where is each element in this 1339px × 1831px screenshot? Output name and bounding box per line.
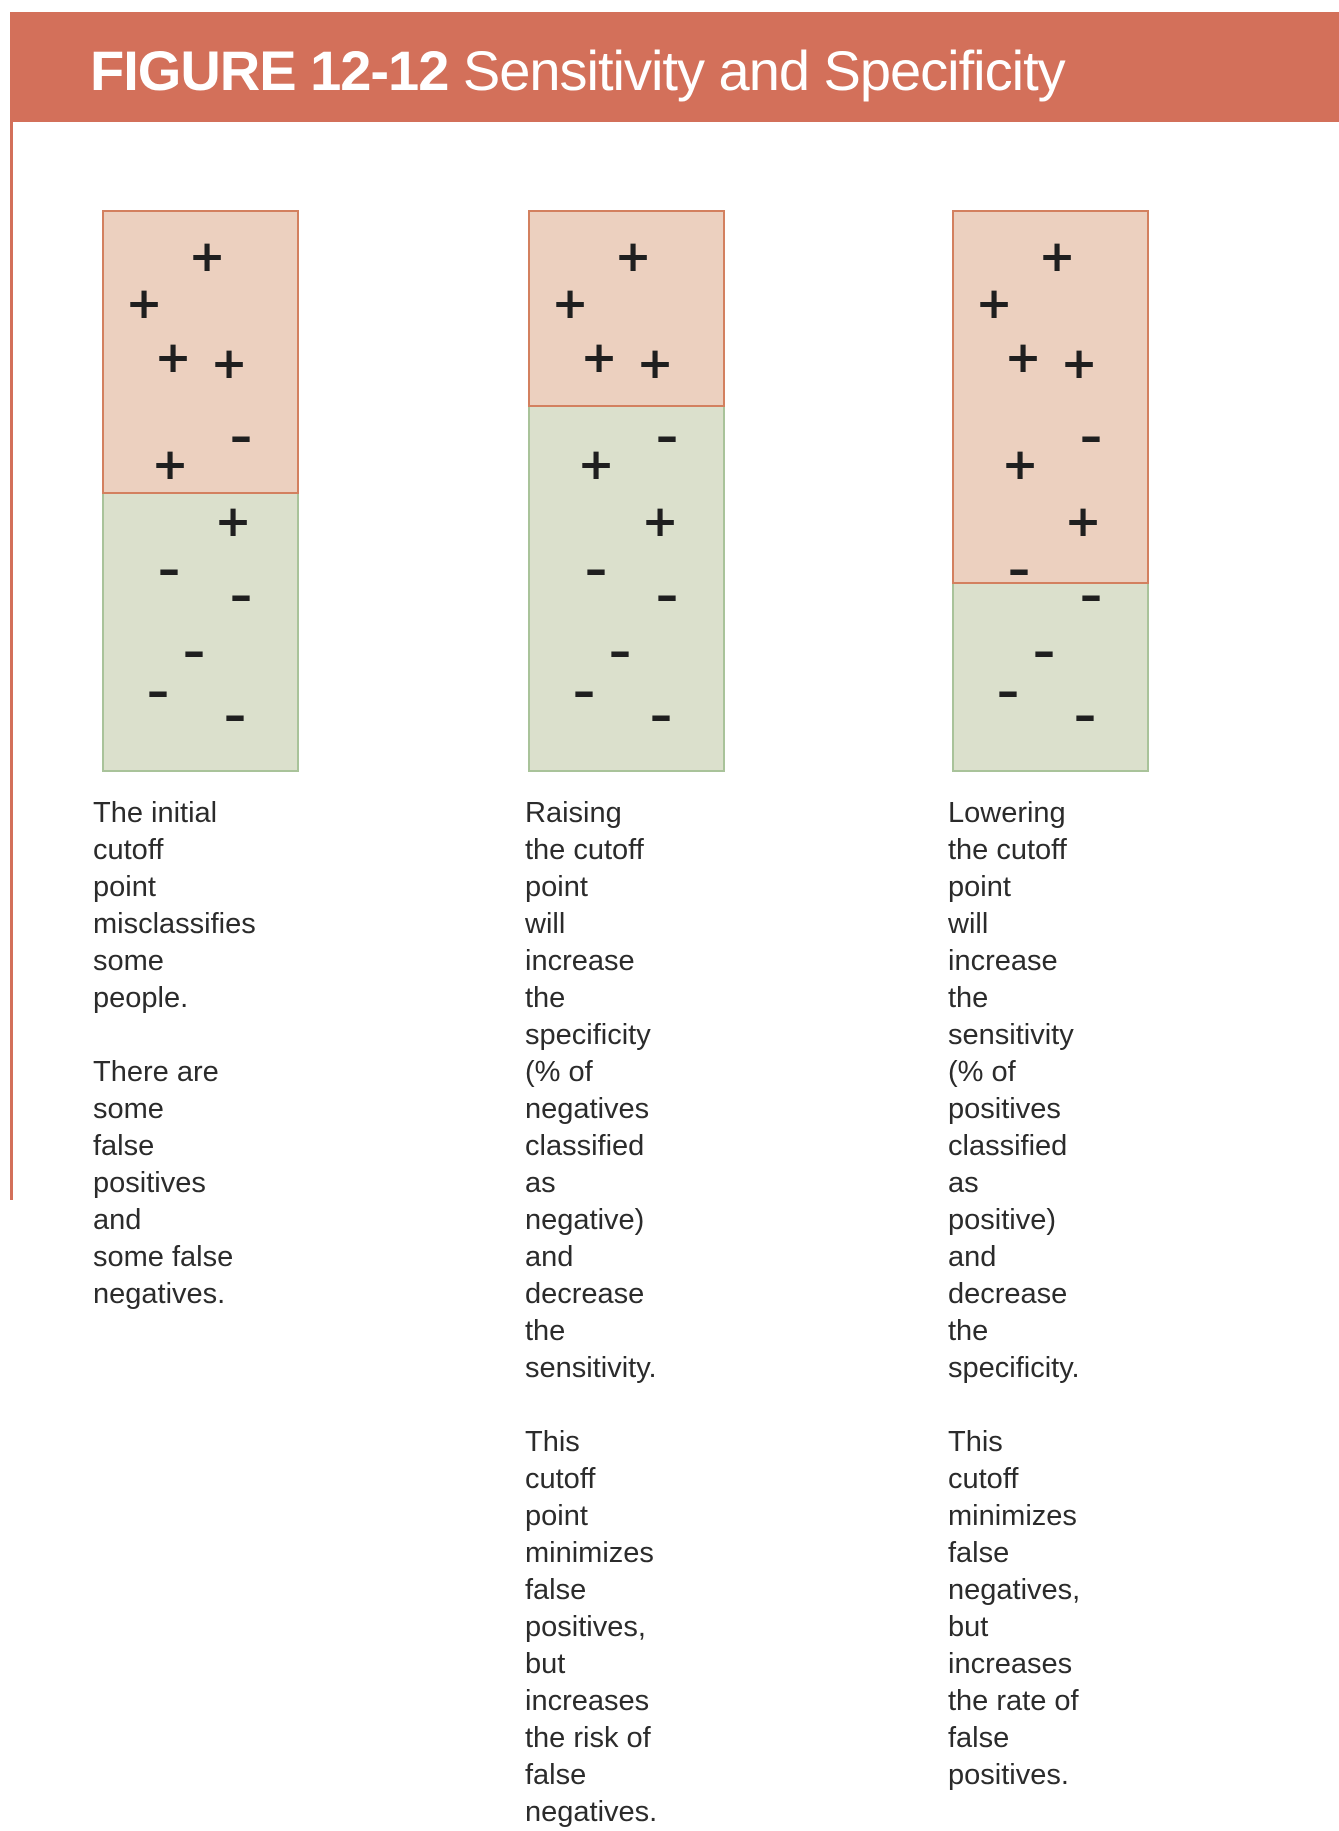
plus-icon: + <box>580 332 618 383</box>
minus-icon: – <box>230 411 252 462</box>
minus-icon: – <box>650 690 672 741</box>
plus-icon: + <box>154 332 192 383</box>
minus-icon: – <box>656 411 678 462</box>
minus-icon: – <box>224 690 246 741</box>
caption-paragraph: This cutoff point minimizes false positi… <box>525 1426 658 1828</box>
minus-icon: – <box>147 666 169 717</box>
classified-positive-region <box>102 210 299 494</box>
panel-caption: Raising the cutoff point will increase t… <box>525 795 657 1831</box>
figure-header <box>10 12 1339 122</box>
figure-title: FIGURE 12-12 Sensitivity and Specificity <box>90 38 1066 104</box>
plus-icon: + <box>636 338 674 389</box>
plus-icon: + <box>1064 496 1102 547</box>
plus-icon: + <box>210 338 248 389</box>
plus-icon: + <box>641 496 679 547</box>
classified-negative-region <box>952 584 1149 772</box>
plus-icon: + <box>188 231 226 282</box>
minus-icon: – <box>1033 626 1055 677</box>
minus-icon: – <box>158 544 180 595</box>
classified-negative-region <box>102 494 299 772</box>
plus-icon: + <box>125 278 163 329</box>
plus-icon: + <box>1060 338 1098 389</box>
figure-label: FIGURE 12-12 <box>90 39 449 102</box>
minus-icon: – <box>997 666 1019 717</box>
classified-negative-region <box>528 407 725 772</box>
plus-icon: + <box>1004 332 1042 383</box>
plus-icon: + <box>975 278 1013 329</box>
caption-paragraph: This cutoff minimizes false negatives, b… <box>948 1426 1081 1791</box>
plus-icon: + <box>151 439 189 490</box>
plus-icon: + <box>1038 231 1076 282</box>
classified-positive-region <box>528 210 725 407</box>
minus-icon: – <box>1080 411 1102 462</box>
plus-icon: + <box>1001 439 1039 490</box>
minus-icon: – <box>609 626 631 677</box>
plus-icon: + <box>614 231 652 282</box>
minus-icon: – <box>573 666 595 717</box>
classified-positive-region <box>952 210 1149 584</box>
caption-paragraph: The initial cutoff point misclassifies s… <box>93 797 256 1014</box>
panel-caption: Lowering the cutoff point will increase … <box>948 795 1080 1794</box>
caption-paragraph: Lowering the cutoff point will increase … <box>948 797 1080 1384</box>
caption-paragraph: There are some false positives and some … <box>93 1056 234 1310</box>
minus-icon: – <box>230 570 252 621</box>
figure-name: Sensitivity and Specificity <box>462 39 1066 102</box>
plus-icon: + <box>577 439 615 490</box>
plus-icon: + <box>551 278 589 329</box>
minus-icon: – <box>656 570 678 621</box>
minus-icon: – <box>1074 690 1096 741</box>
minus-icon: – <box>1080 570 1102 621</box>
minus-icon: – <box>1008 544 1030 595</box>
minus-icon: – <box>585 544 607 595</box>
minus-icon: – <box>183 626 205 677</box>
panel-caption: The initial cutoff point misclassifies s… <box>93 795 256 1313</box>
caption-paragraph: Raising the cutoff point will increase t… <box>525 797 657 1384</box>
plus-icon: + <box>214 496 252 547</box>
figure-frame <box>10 12 1339 1200</box>
